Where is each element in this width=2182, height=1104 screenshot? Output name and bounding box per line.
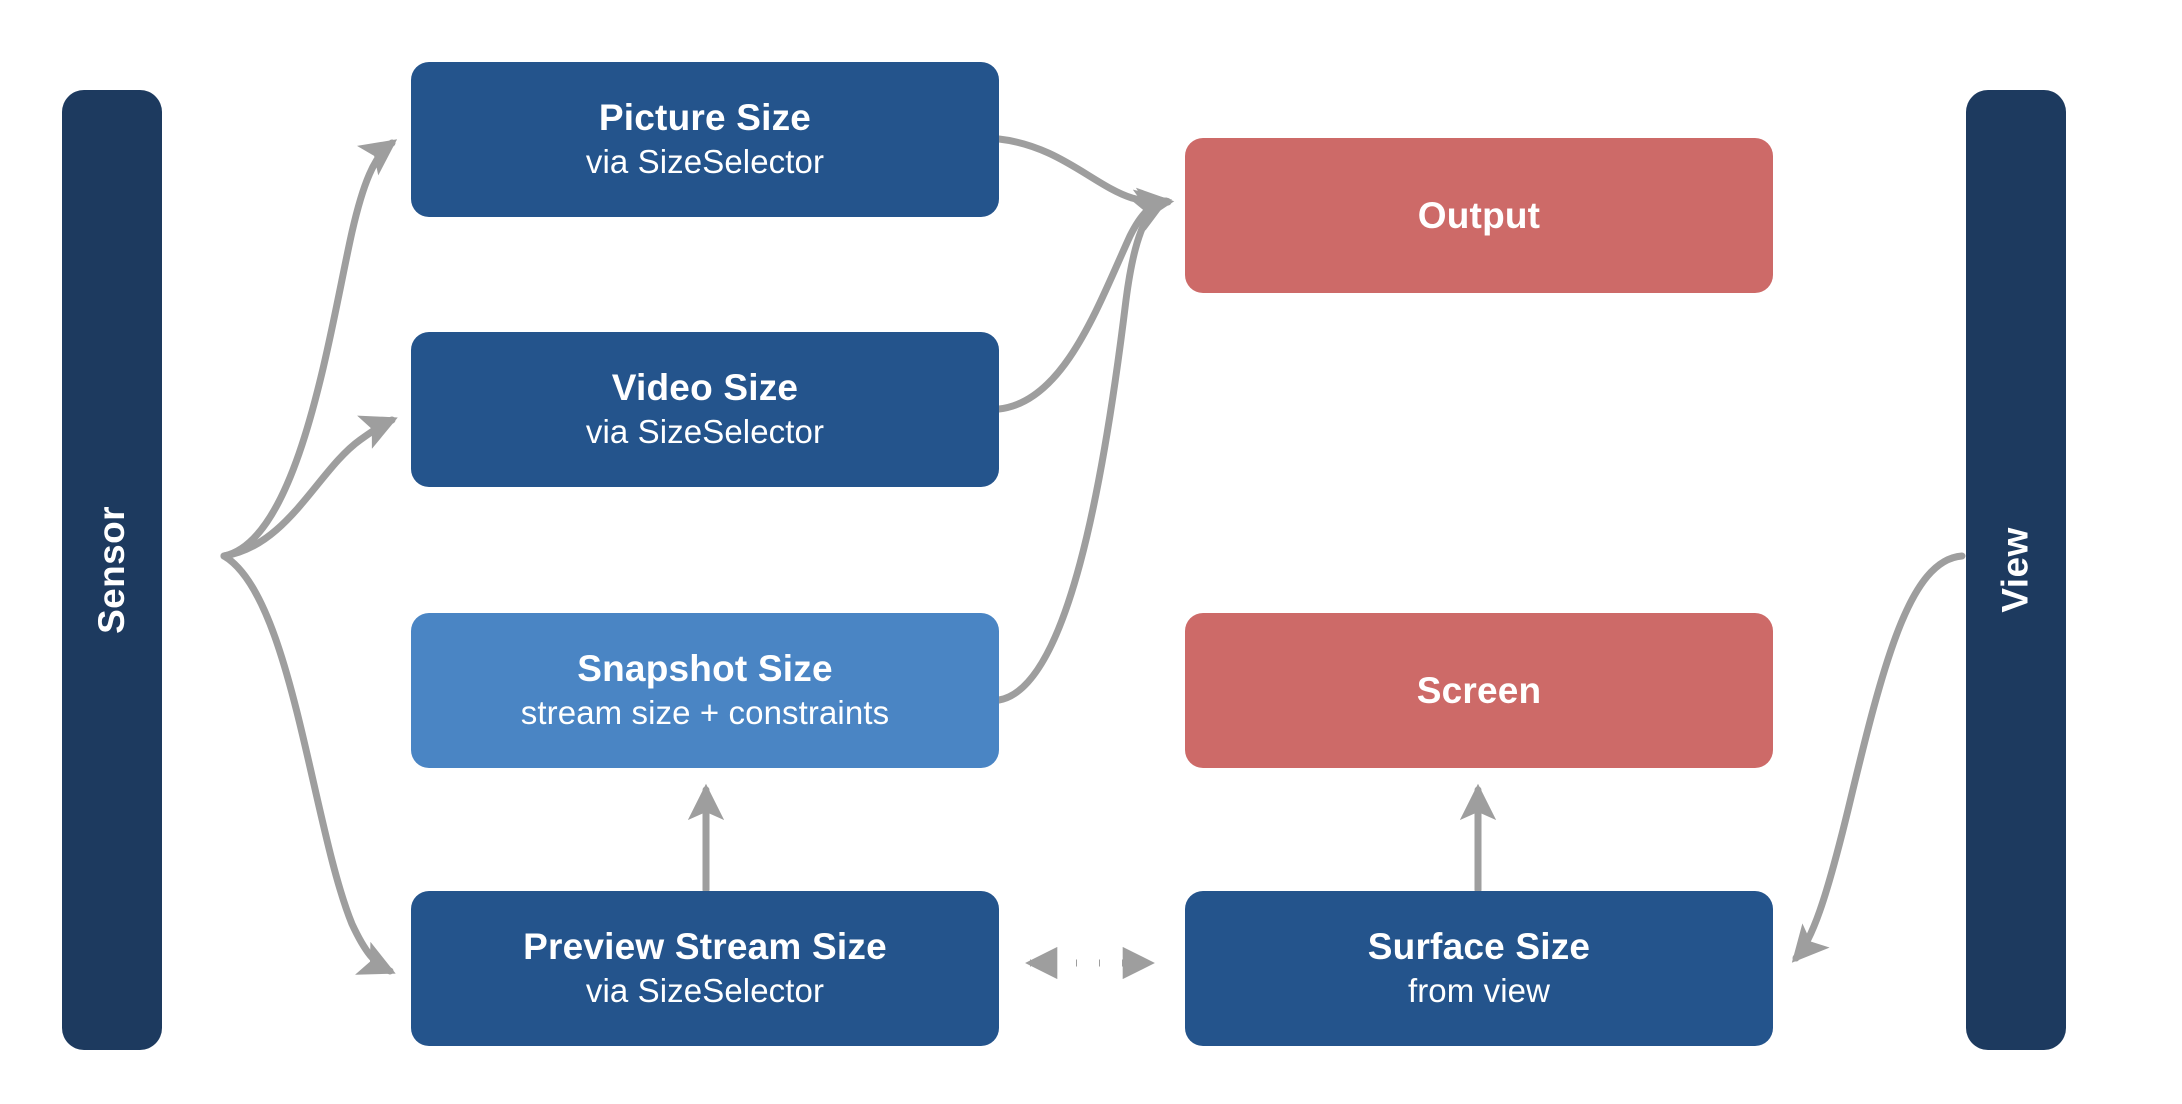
edge-picture-size-to-output (995, 135, 1175, 224)
node-video-size-subtitle: via SizeSelector (585, 412, 825, 450)
node-picture-size[interactable]: Picture Size via SizeSelector (411, 62, 999, 217)
node-screen-title: Screen (1416, 669, 1542, 711)
edge-sensor-to-video-size (220, 415, 398, 560)
node-screen[interactable]: Screen (1185, 613, 1773, 768)
node-picture-size-title: Picture Size (598, 97, 812, 139)
node-video-size[interactable]: Video Size via SizeSelector (411, 332, 999, 487)
node-preview-stream-size[interactable]: Preview Stream Size via SizeSelector (411, 891, 999, 1046)
node-output-title: Output (1417, 194, 1541, 236)
node-snapshot-size-title: Snapshot Size (577, 648, 833, 690)
lane-view[interactable]: View (1966, 90, 2066, 1050)
node-video-size-title: Video Size (611, 367, 799, 409)
edge-snapshot-size-to-output (995, 197, 1170, 704)
node-snapshot-size-subtitle: stream size + constraints (520, 693, 890, 731)
node-surface-size-title: Surface Size (1367, 926, 1591, 968)
lane-sensor[interactable]: Sensor (62, 90, 162, 1050)
edge-video-size-to-output (995, 189, 1173, 413)
node-snapshot-size[interactable]: Snapshot Size stream size + constraints (411, 613, 999, 768)
node-surface-size-subtitle: from view (1407, 971, 1551, 1009)
node-preview-stream-size-title: Preview Stream Size (523, 926, 887, 968)
node-picture-size-subtitle: via SizeSelector (585, 142, 825, 180)
node-output[interactable]: Output (1185, 138, 1773, 293)
node-surface-size[interactable]: Surface Size from view (1185, 891, 1773, 1046)
node-preview-stream-size-subtitle: via SizeSelector (585, 971, 825, 1009)
edge-view-to-surface-size (1791, 552, 1966, 963)
lane-view-label: View (1995, 527, 2036, 613)
edge-sensor-to-picture-size (220, 139, 398, 560)
edge-sensor-to-preview-stream-size (220, 552, 396, 975)
lane-sensor-label: Sensor (91, 506, 132, 634)
